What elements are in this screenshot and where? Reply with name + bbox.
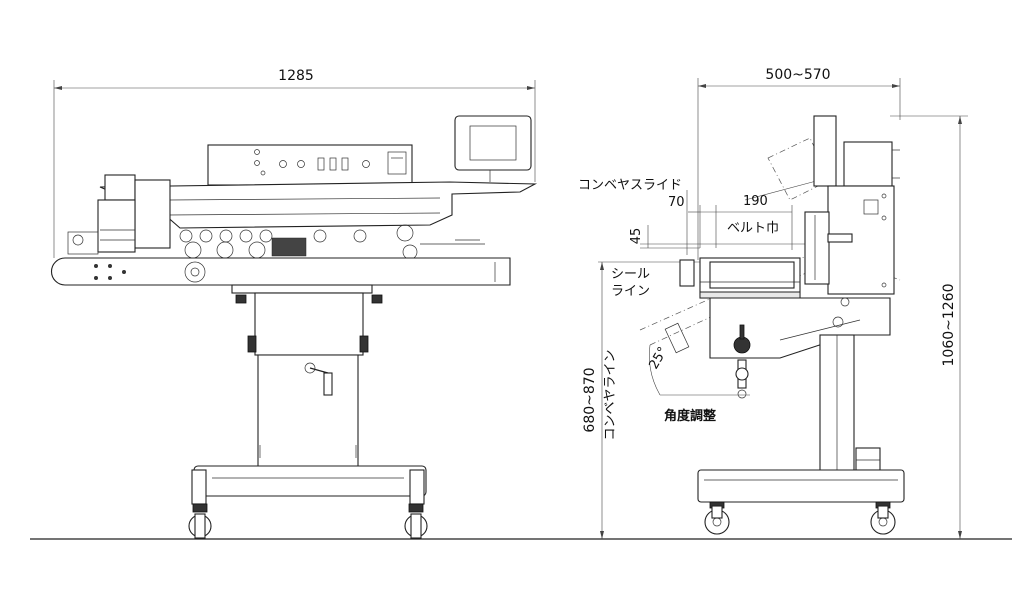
dim-70: 70: [668, 195, 685, 210]
dim-side-width: 500~570: [765, 67, 830, 83]
label-angle-adjust: 角度調整: [664, 408, 717, 424]
dim-190: 190: [743, 194, 768, 209]
label-seal-line-2: ライン: [611, 284, 650, 299]
label-conveyor-slide: コンベヤスライド: [578, 178, 682, 193]
label-conveyor-line: コンベヤライン: [603, 349, 618, 440]
dim-45: 45: [629, 228, 644, 245]
side-view: [598, 78, 968, 539]
label-seal-line-1: シール: [611, 267, 650, 282]
front-view: [50, 80, 538, 539]
dim-total-height: 1060~1260: [941, 284, 957, 367]
dim-front-width: 1285: [278, 68, 314, 84]
label-belt-width: ベルト巾: [727, 221, 779, 236]
dim-conveyor-height: 680~870: [582, 367, 598, 432]
